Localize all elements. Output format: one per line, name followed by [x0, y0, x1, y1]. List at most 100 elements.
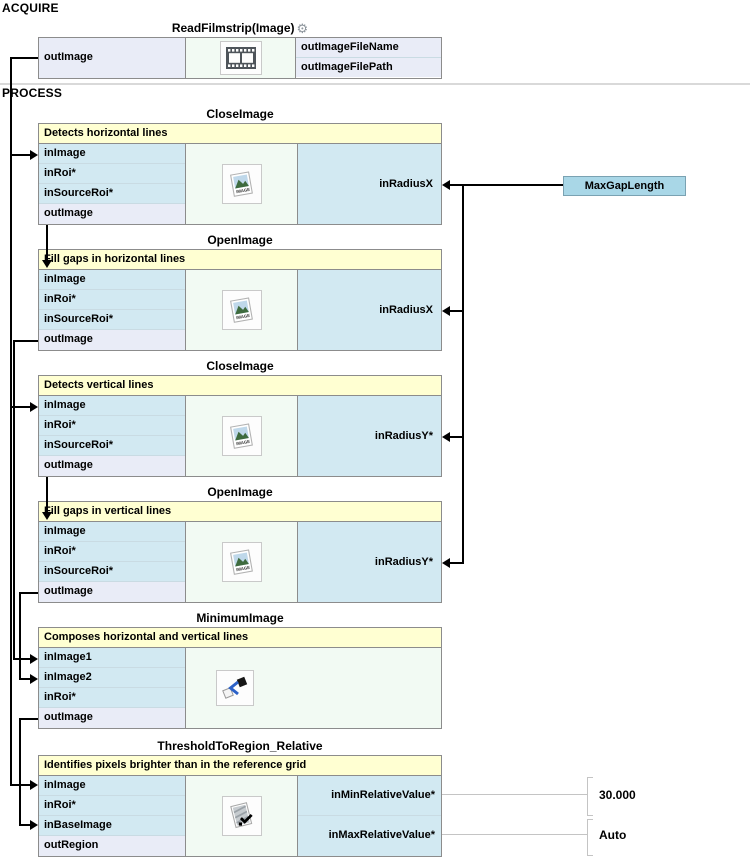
wire-b5-b6-h2	[19, 824, 31, 826]
image-icon: IMAGE	[221, 542, 262, 582]
port-inImage[interactable]: inImage	[39, 144, 185, 164]
wire-b5-b6-h1	[19, 718, 38, 720]
wire-arrowhead	[42, 512, 52, 520]
wire-arrowhead	[30, 654, 38, 664]
filter-block-thresholdtoregion[interactable]: Identifies pixels brighter than in the r…	[38, 755, 442, 857]
port-inRadiusY[interactable]: inRadiusY*	[374, 430, 433, 442]
port-outImage[interactable]: outImage	[39, 456, 185, 476]
value-bracket-min-tick	[587, 815, 593, 816]
wire-arrowhead	[442, 306, 450, 316]
wire-b2-b5-v	[13, 340, 15, 660]
filter-comment[interactable]: Detects horizontal lines	[39, 124, 441, 144]
wire-b4-b5-h1	[19, 592, 38, 594]
port-inRoi[interactable]: inRoi*	[39, 290, 185, 310]
port-inRadiusX[interactable]: inRadiusX	[379, 178, 433, 190]
port-inRoi[interactable]: inRoi*	[39, 164, 185, 184]
port-inImage[interactable]: inImage	[39, 396, 185, 416]
image-icon: IMAGE	[221, 164, 262, 204]
port-inImage2[interactable]: inImage2	[39, 668, 185, 688]
filter-comment[interactable]: Fill gaps in horizontal lines	[39, 250, 441, 270]
section-label-process[interactable]: PROCESS	[2, 86, 63, 100]
port-inImage[interactable]: inImage	[39, 522, 185, 542]
wire-arrowhead	[42, 260, 52, 268]
filter-title-closeimage-1[interactable]: CloseImage	[206, 107, 274, 121]
port-inImage[interactable]: inImage	[39, 776, 185, 796]
port-outImageFilePath[interactable]: outImageFilePath	[296, 58, 441, 77]
wire-arrowhead	[30, 780, 38, 790]
port-outImage[interactable]: outImage	[39, 330, 185, 350]
filter-comment[interactable]: Fill gaps in vertical lines	[39, 502, 441, 522]
port-outImage[interactable]: outImage	[39, 708, 185, 728]
filter-block-openimage-1[interactable]: Fill gaps in horizontal lines inImage in…	[38, 249, 442, 351]
wire-arrowhead	[30, 150, 38, 160]
wire-b3-b4	[46, 477, 48, 513]
filter-title-readfilmstrip[interactable]: ReadFilmstrip(Image)⚙	[38, 21, 442, 36]
value-bracket-max	[587, 819, 588, 856]
port-inRoi[interactable]: inRoi*	[39, 542, 185, 562]
port-inSourceRoi[interactable]: inSourceRoi*	[39, 436, 185, 456]
filter-block-readfilmstrip[interactable]: outImage	[38, 37, 442, 79]
wire-arrowhead	[30, 674, 38, 684]
filter-title-openimage-2[interactable]: OpenImage	[207, 485, 273, 499]
value-label-max-relative[interactable]: Auto	[599, 828, 627, 842]
filter-title-text: ReadFilmstrip(Image)	[171, 21, 295, 35]
filter-title-openimage-1[interactable]: OpenImage	[207, 233, 273, 247]
filter-comment[interactable]: Detects vertical lines	[39, 376, 441, 396]
wire-branch-b3	[10, 406, 31, 408]
filter-comment[interactable]: Composes horizontal and vertical lines	[39, 628, 441, 648]
svg-text:IMAGE: IMAGE	[235, 565, 250, 572]
port-inImage[interactable]: inImage	[39, 270, 185, 290]
filter-title-closeimage-2[interactable]: CloseImage	[206, 359, 274, 373]
filter-block-minimumimage[interactable]: Composes horizontal and vertical lines i…	[38, 627, 442, 729]
port-inBaseImage[interactable]: inBaseImage	[39, 816, 185, 836]
port-inImage1[interactable]: inImage1	[39, 648, 185, 668]
filter-comment[interactable]: Identifies pixels brighter than in the r…	[39, 756, 441, 776]
wire-b1-b2	[46, 225, 48, 261]
image-icon: IMAGE	[221, 290, 262, 330]
port-inRoi[interactable]: inRoi*	[39, 416, 185, 436]
gear-icon[interactable]: ⚙	[296, 21, 309, 36]
section-divider	[0, 83, 750, 85]
port-inRadiusY[interactable]: inRadiusY*	[374, 556, 433, 568]
value-connector-min	[442, 794, 587, 795]
filter-block-openimage-2[interactable]: Fill gaps in vertical lines inImage inRo…	[38, 501, 442, 603]
port-inRoi[interactable]: inRoi*	[39, 688, 185, 708]
wire-b4-b5-v	[19, 592, 21, 680]
value-bracket-min-tick	[587, 777, 593, 778]
port-outImageFileName[interactable]: outImageFileName	[296, 38, 441, 58]
constant-box-maxgaplength[interactable]: MaxGapLength	[563, 176, 686, 196]
port-outImage[interactable]: outImage	[39, 582, 185, 602]
wire-arrowhead	[442, 432, 450, 442]
port-inSourceRoi[interactable]: inSourceRoi*	[39, 310, 185, 330]
port-outImage[interactable]: outImage	[39, 204, 185, 224]
wire-maxgap-h2	[450, 310, 464, 312]
svg-text:IMAGE: IMAGE	[235, 313, 250, 320]
port-inMinRelativeValue[interactable]: inMinRelativeValue*	[298, 776, 441, 816]
port-inSourceRoi[interactable]: inSourceRoi*	[39, 184, 185, 204]
wire-maxgap-h4	[450, 562, 464, 564]
wire-b4-b5-h2	[19, 678, 31, 680]
wire-b5-b6-v	[19, 718, 21, 826]
wire-arrowhead	[442, 180, 450, 190]
section-label-acquire[interactable]: ACQUIRE	[2, 1, 59, 15]
port-outImage[interactable]: outImage	[39, 38, 185, 78]
value-connector-max	[442, 834, 587, 835]
value-bracket-max-tick	[587, 819, 593, 820]
filter-title-minimumimage[interactable]: MinimumImage	[196, 611, 284, 625]
filter-block-closeimage-1[interactable]: Detects horizontal lines inImage inRoi* …	[38, 123, 442, 225]
wire-arrowhead	[30, 402, 38, 412]
filter-title-thresholdtoregion[interactable]: ThresholdToRegion_Relative	[157, 739, 323, 753]
port-inRoi[interactable]: inRoi*	[39, 796, 185, 816]
port-inMaxRelativeValue[interactable]: inMaxRelativeValue*	[298, 816, 441, 856]
port-outRegion[interactable]: outRegion	[39, 836, 185, 856]
wire-main-v	[10, 57, 12, 786]
port-inRadiusX[interactable]: inRadiusX	[379, 304, 433, 316]
value-label-min-relative[interactable]: 30.000	[599, 788, 636, 802]
wire-branch-b1	[10, 154, 31, 156]
wire-arrowhead	[30, 820, 38, 830]
minimum-image-icon	[216, 670, 254, 706]
filter-block-closeimage-2[interactable]: Detects vertical lines inImage inRoi* in…	[38, 375, 442, 477]
wire-b2-b5-h2	[13, 658, 31, 660]
port-inSourceRoi[interactable]: inSourceRoi*	[39, 562, 185, 582]
